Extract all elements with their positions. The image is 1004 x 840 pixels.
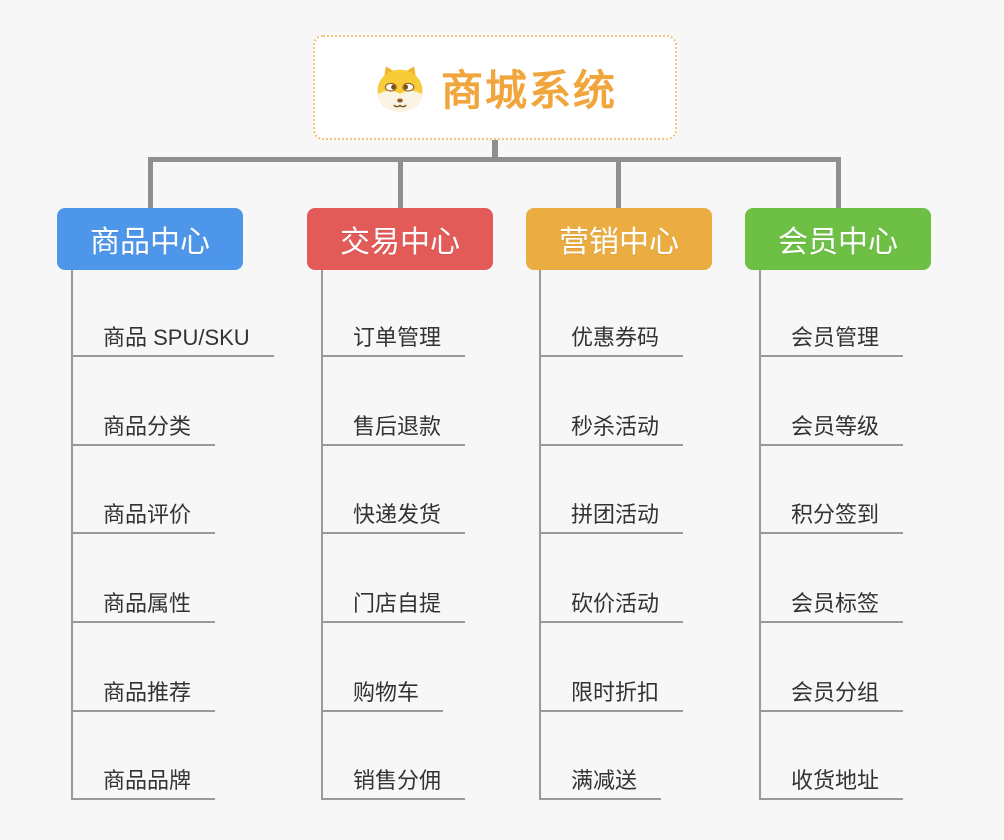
connector-spine-product <box>71 270 73 800</box>
branch-node-marketing-center[interactable]: 营销中心 <box>526 208 712 270</box>
leaf-node[interactable]: 商品属性 <box>71 587 216 623</box>
connector-drop-trade <box>398 157 403 208</box>
leaf-node[interactable]: 会员等级 <box>759 410 904 446</box>
leaf-node[interactable]: 门店自提 <box>321 587 466 623</box>
leaf-node[interactable]: 购物车 <box>321 676 444 712</box>
connector-spine-marketing <box>539 270 541 800</box>
leaf-node[interactable]: 砍价活动 <box>539 587 684 623</box>
leaf-node[interactable]: 秒杀活动 <box>539 410 684 446</box>
leaf-node[interactable]: 商品推荐 <box>71 676 216 712</box>
root-title: 商城系统 <box>440 67 617 114</box>
leaf-node[interactable]: 满减送 <box>539 764 662 800</box>
branch-node-trade-center[interactable]: 交易中心 <box>307 208 493 270</box>
leaf-node[interactable]: 售后退款 <box>321 410 466 446</box>
leaf-node[interactable]: 订单管理 <box>321 321 466 357</box>
leaf-node[interactable]: 商品分类 <box>71 410 216 446</box>
leaf-node[interactable]: 拼团活动 <box>539 498 684 534</box>
connector-spine-member <box>759 270 761 800</box>
connector-rail <box>148 157 841 162</box>
leaf-node[interactable]: 快递发货 <box>321 498 466 534</box>
root-node[interactable]: 商城系统 <box>313 35 677 140</box>
leaf-node[interactable]: 会员分组 <box>759 676 904 712</box>
connector-drop-marketing <box>616 157 621 208</box>
leaf-node[interactable]: 积分签到 <box>759 498 904 534</box>
leaf-node[interactable]: 会员管理 <box>759 321 904 357</box>
connector-drop-product <box>148 157 153 208</box>
leaf-node[interactable]: 商品 SPU/SKU <box>71 321 274 357</box>
leaf-node[interactable]: 限时折扣 <box>539 676 684 712</box>
leaf-node[interactable]: 商品评价 <box>71 498 216 534</box>
leaf-node[interactable]: 优惠券码 <box>539 321 684 357</box>
leaf-node[interactable]: 收货地址 <box>759 764 904 800</box>
connector-trunk <box>492 140 498 162</box>
branch-node-member-center[interactable]: 会员中心 <box>745 208 931 270</box>
branch-node-product-center[interactable]: 商品中心 <box>57 208 243 270</box>
connector-drop-member <box>836 157 841 208</box>
leaf-node[interactable]: 会员标签 <box>759 587 904 623</box>
leaf-node[interactable]: 商品品牌 <box>71 764 216 800</box>
leaf-node[interactable]: 销售分佣 <box>321 764 466 800</box>
shiba-dog-icon <box>373 63 427 113</box>
connector-spine-trade <box>321 270 323 800</box>
